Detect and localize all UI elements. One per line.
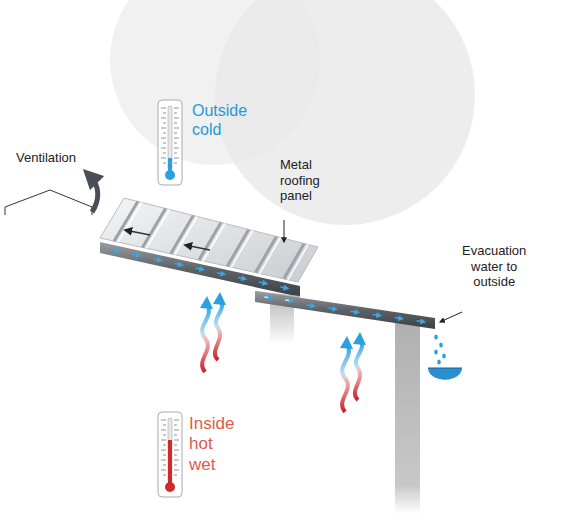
panel-rib [284,244,304,279]
panel-rib [260,238,281,274]
water-bowl [428,368,462,369]
flow-dash [154,259,160,260]
flow-dash [238,277,244,278]
panel-rib [175,217,198,255]
panel-rib [203,224,225,262]
panel-rib [146,210,169,249]
flow-dash [259,282,265,283]
thermometer-hot [158,412,182,497]
ventilation-label: Ventilation [16,150,76,166]
evacuation-label: Evacuation water to outside [462,243,526,290]
flow-dash [132,254,138,255]
flow-dash [307,304,314,306]
roof-beam [100,242,300,297]
flow-dash [351,311,358,313]
flow-dash [175,263,181,264]
heat-arrowheads [200,292,366,349]
leader-line [440,312,462,322]
outside-label: Outside cold [192,101,247,139]
flow-dash [329,307,336,309]
flow-dash [395,317,402,319]
flow-dash [285,299,291,301]
support-post [395,322,420,514]
flow-arrow [125,230,150,235]
flow-dash [217,273,223,274]
panel-rib [171,216,194,254]
panel-rib [227,230,248,267]
leader-line [284,220,285,242]
house-outline [5,190,92,215]
heat-arrows [202,300,362,412]
panel-rib [114,202,138,242]
panel-rib [199,223,221,261]
water-flow-arrows [111,249,423,321]
flow-dash [373,314,380,316]
flow-arrow [185,245,210,250]
ventilation-arrow [90,176,98,212]
roof-beam [255,291,435,329]
thermometer-cold [158,100,182,185]
panel-label: Metal roofing panel [280,157,320,204]
flow-dash [111,249,117,250]
bg-circle [215,0,475,225]
flow-dash [264,296,270,298]
panel-rib [231,231,252,268]
flow-dash [196,268,202,269]
panel-rib [256,237,277,273]
panel-rib [142,209,165,248]
inside-label: Inside hot wet [189,414,234,475]
flow-dash [417,320,424,322]
panel-rib [118,203,142,243]
flow-dash [280,287,286,288]
water-bowl [428,368,462,380]
water-drops [434,334,446,364]
panel-rib [288,245,308,280]
